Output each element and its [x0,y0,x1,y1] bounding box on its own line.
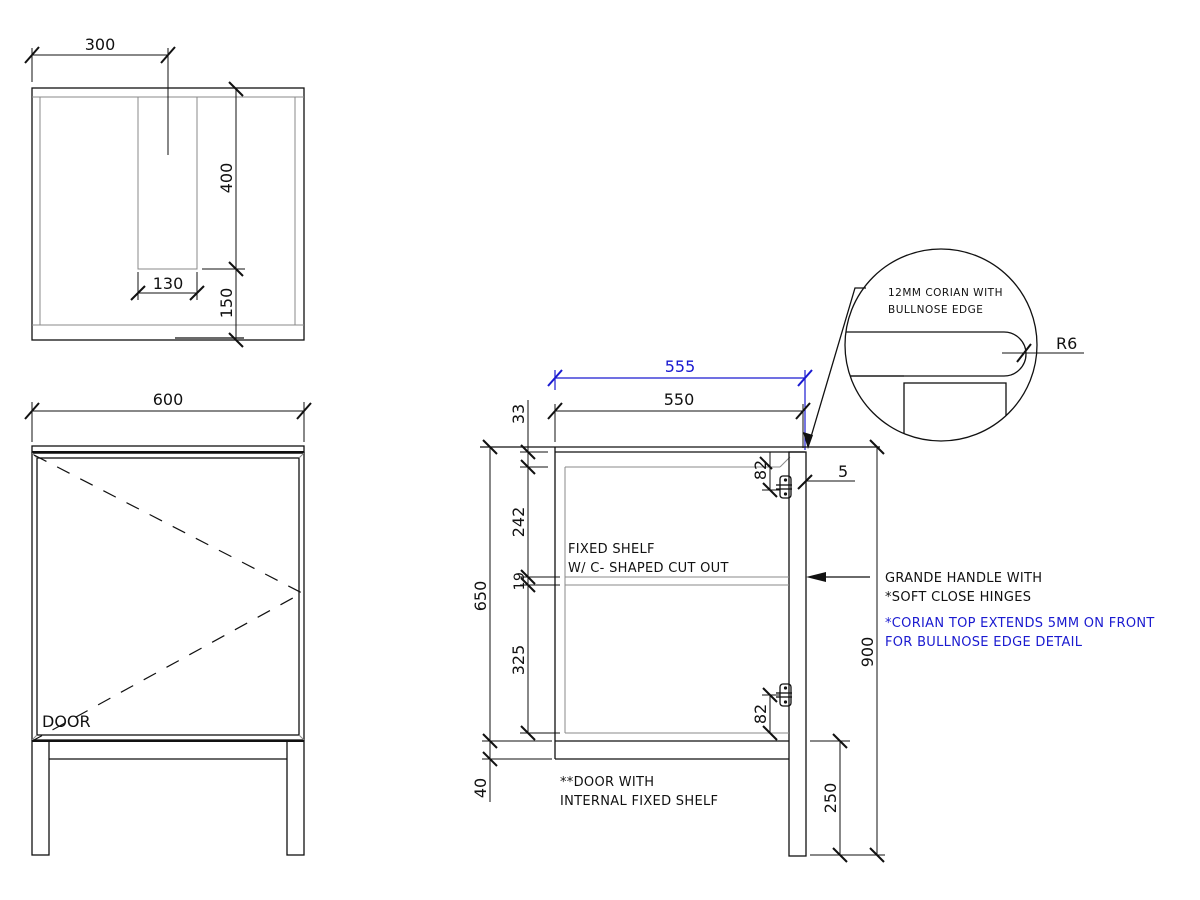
dim-900: 900 [858,637,877,668]
dim-82-top: 82 [751,460,770,480]
dim-600: 600 [153,390,184,409]
dim-19: 19 [512,572,528,591]
dim-40: 40 [471,778,490,798]
note-shelf-2: W/ C- SHAPED CUT OUT [568,561,729,576]
dim-650: 650 [471,581,490,612]
detail-label-2: BULLNOSE EDGE [888,304,983,316]
front-view: 600 DOOR [24,390,312,856]
detail-label-1: 12MM CORIAN WITH [888,287,1003,299]
note-shelf-1: FIXED SHELF [568,542,655,557]
dim-300: 300 [85,35,116,54]
dim-82-bottom: 82 [751,704,770,724]
dim-555: 555 [665,357,696,376]
bullnose-detail-bubble: R6 12MM CORIAN WITH BULLNOSE EDGE [844,248,1084,442]
dim-550: 550 [664,390,695,409]
door-swing-lines [33,454,304,741]
hinge-top-icon [776,475,792,499]
note-corian-2: FOR BULLNOSE EDGE DETAIL [885,635,1083,650]
radius-label: R6 [1056,334,1077,353]
leg-right [286,740,305,856]
leg-left [31,740,50,856]
dim-150: 150 [217,288,236,319]
dim-400: 400 [217,163,236,194]
dim-5: 5 [838,462,848,481]
dim-242: 242 [509,507,528,538]
door-edge-panel [788,451,807,857]
dim-250: 250 [821,783,840,814]
note-corian-1: *CORIAN TOP EXTENDS 5MM ON FRONT [885,616,1155,631]
plan-view: 300 400 150 130 [24,35,305,348]
note-handle-1: GRANDE HANDLE WITH [885,571,1042,586]
note-door-1: **DOOR WITH [560,775,654,790]
door-panel [31,452,305,741]
note-door-2: INTERNAL FIXED SHELF [560,794,718,809]
dim-325: 325 [509,645,528,676]
note-handle-2: *SOFT CLOSE HINGES [885,590,1031,605]
dim-33: 33 [509,404,528,424]
section-view: 555 550 [471,287,1155,863]
door-label: DOOR [42,712,91,731]
dim-130: 130 [153,274,184,293]
